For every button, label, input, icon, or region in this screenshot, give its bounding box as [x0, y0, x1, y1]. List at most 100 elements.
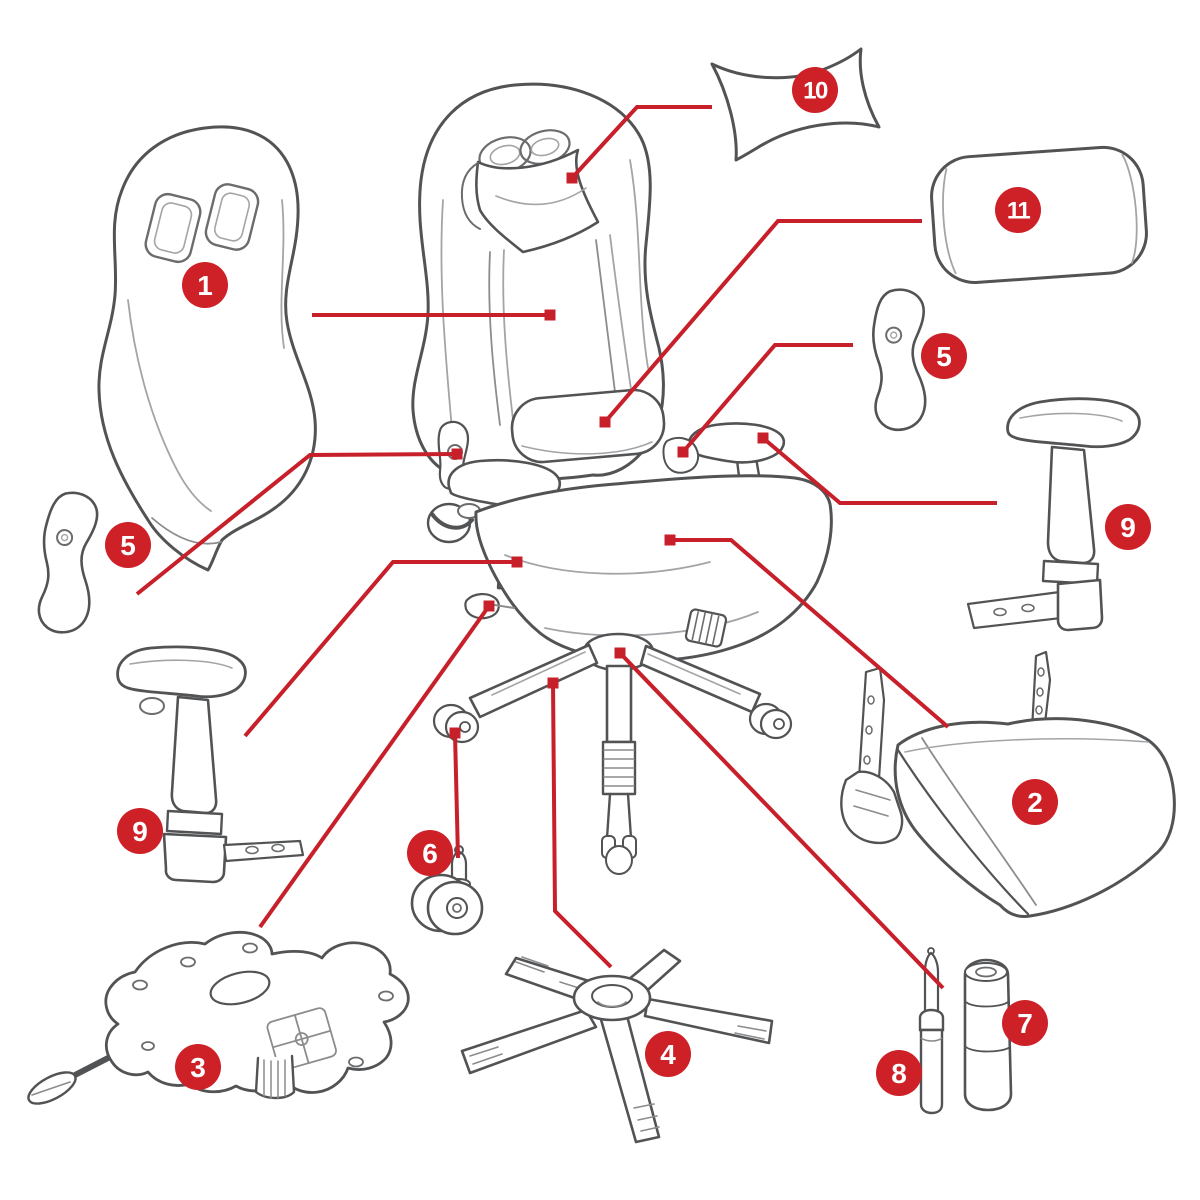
callout-anchor-head-pillow — [566, 172, 578, 184]
callout-line-seat-cushion — [670, 538, 950, 729]
chair-front-leg — [605, 664, 633, 744]
callout-line-star-base — [551, 682, 613, 969]
badge-number: 9 — [132, 816, 148, 847]
part-gas-cylinder — [963, 958, 1013, 1112]
chair-back-panel-stitching — [488, 234, 633, 429]
chair-armrest-left-pad — [447, 458, 561, 507]
badge-number: 2 — [1027, 787, 1043, 818]
callout-line-tilt-mechanism — [258, 604, 491, 929]
part-badge-backrest: 1 — [182, 262, 228, 308]
backrest-slot-right — [204, 183, 260, 251]
badge-number: 3 — [190, 1052, 206, 1083]
badge-circle — [1012, 779, 1058, 825]
part-badge-cylinder-rod: 8 — [876, 1050, 922, 1096]
callout-anchor-lumbar-cushion — [599, 416, 611, 428]
part-caster-wheel — [410, 845, 484, 936]
chair-lumbar-pillow — [510, 388, 666, 464]
callout-lines — [135, 105, 997, 990]
badge-number: 5 — [936, 341, 952, 372]
callout-line-caster-wheel — [453, 732, 460, 859]
chair-backrest-seam-left — [440, 199, 453, 431]
badge-circle — [876, 1050, 922, 1096]
badge-circle — [117, 808, 163, 854]
chair-seat-outline — [474, 474, 833, 663]
part-badge-lumbar-cushion: 11 — [995, 187, 1041, 233]
chair-tilt-lever — [464, 593, 500, 620]
badge-circle — [1105, 504, 1151, 550]
badge-circle — [175, 1044, 221, 1090]
callout-anchor-armrest-left — [511, 556, 523, 568]
chair-base-leg-left — [468, 643, 599, 719]
part-side-cover-left — [36, 489, 100, 636]
badge-number: 4 — [660, 1039, 676, 1070]
chair-seat-seam — [504, 554, 711, 575]
chair-pillow-strap — [460, 162, 481, 230]
chair-recline-handle — [430, 512, 474, 530]
part-badge-seat-cushion: 2 — [1012, 779, 1058, 825]
chair-base-leg-left-seam — [491, 651, 586, 696]
badge-number: 8 — [891, 1058, 907, 1089]
part-backrest — [97, 125, 317, 572]
callout-line-side-cover-left — [135, 452, 458, 596]
callout-anchor-star-base — [547, 677, 559, 689]
callout-line-side-cover-right — [681, 343, 853, 454]
backrest-slot-left — [144, 192, 202, 264]
badge-number: 9 — [1120, 512, 1136, 543]
part-badge-tilt-mechanism: 3 — [175, 1044, 221, 1090]
badge-circle — [407, 830, 453, 876]
mechanism-boss — [254, 1054, 296, 1100]
callout-anchor-tilt-mechanism — [483, 600, 495, 612]
part-badge-head-pillow: 10 — [792, 67, 838, 113]
callout-anchor-side-cover-right — [677, 446, 689, 458]
badge-circle — [105, 522, 151, 568]
part-tilt-mechanism — [27, 931, 410, 1105]
part-badge-side-cover-left: 5 — [105, 522, 151, 568]
callout-anchor-gas-cylinder — [614, 647, 626, 659]
chair-lumbar-seam — [521, 441, 653, 455]
chair-seat-front-seam — [544, 611, 759, 637]
badge-number: 11 — [1007, 198, 1031, 225]
callout-line-gas-cylinder — [618, 651, 945, 990]
callout-anchor-caster-wheel — [449, 727, 461, 739]
badge-number: 5 — [120, 530, 136, 561]
mechanism-cross-plate — [266, 1007, 337, 1071]
part-side-cover-right — [870, 287, 930, 432]
part-cylinder-rod — [918, 947, 945, 1115]
chair-caster-right — [748, 702, 793, 740]
chair-base-leg-right-seam — [647, 653, 741, 695]
part-armrest-right — [966, 397, 1141, 632]
chair-tilt-lever-stem — [494, 604, 515, 609]
badge-circle — [645, 1031, 691, 1077]
badge-number: 1 — [197, 270, 213, 301]
chair-seat-adjuster — [684, 608, 728, 648]
part-badge-caster-wheel: 6 — [407, 830, 453, 876]
part-badge-armrest-right: 9 — [1105, 504, 1151, 550]
badge-circle — [921, 333, 967, 379]
part-badge-armrest-left: 9 — [117, 808, 163, 854]
badge-circle — [1002, 1000, 1048, 1046]
callout-line-armrest-right — [761, 436, 997, 505]
part-armrest-left — [116, 645, 305, 884]
badge-circle — [995, 187, 1041, 233]
callout-anchor-side-cover-left — [451, 448, 463, 460]
chair-backrest-seam-right — [629, 159, 649, 369]
callout-anchor-armrest-right — [757, 432, 769, 444]
badge-number: 10 — [803, 78, 828, 105]
assembled-chair — [411, 82, 833, 875]
part-badges: 1 2 3 4 5 5 6 7 8 9 9 10 11 — [105, 67, 1151, 1096]
callout-anchor-seat-cushion — [664, 534, 676, 546]
part-badge-gas-cylinder: 7 — [1002, 1000, 1048, 1046]
part-badge-star-base: 4 — [645, 1031, 691, 1077]
part-star-base — [460, 948, 774, 1144]
part-seat-cushion — [840, 650, 1176, 918]
chair-cylinder-boot — [601, 740, 637, 796]
callout-line-armrest-left — [243, 560, 517, 738]
callout-line-lumbar-cushion — [603, 219, 922, 424]
seat-bracket-foot — [840, 770, 904, 845]
callout-line-head-pillow — [570, 105, 712, 180]
badge-circle — [792, 67, 838, 113]
chair-pillow-seam — [495, 187, 587, 206]
badge-number: 7 — [1017, 1008, 1033, 1039]
badge-circle — [182, 262, 228, 308]
